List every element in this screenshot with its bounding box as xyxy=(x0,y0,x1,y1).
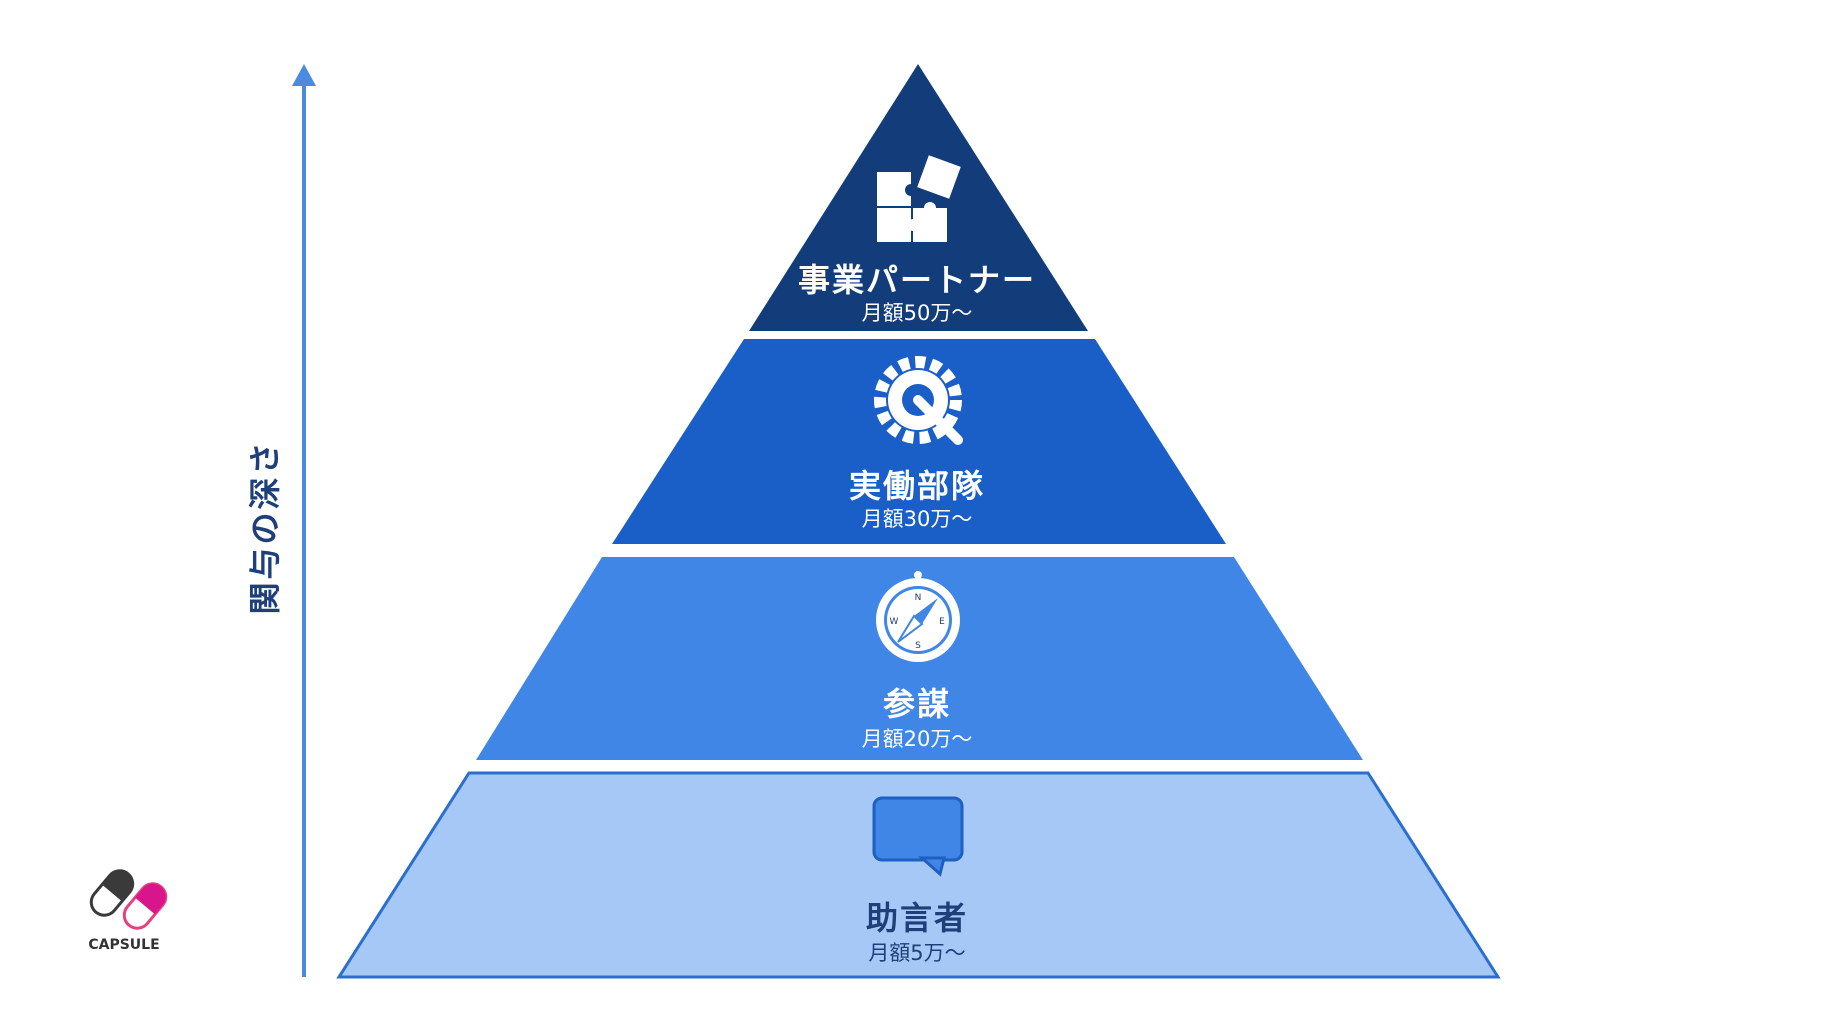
tier-2-title: 実働部隊 xyxy=(848,467,985,505)
tier-4-title: 助言者 xyxy=(865,899,968,937)
compass-icon: N S W E xyxy=(876,571,960,662)
svg-text:E: E xyxy=(939,617,945,627)
tier-1-shape xyxy=(749,64,1088,331)
speech-bubble-icon xyxy=(872,796,964,877)
puzzle-icon xyxy=(877,155,961,242)
gear-wrench-icon xyxy=(874,356,963,445)
tier-2-shape xyxy=(612,339,1226,544)
capsule-logo xyxy=(89,869,168,930)
tier-4-price: 月額5万〜 xyxy=(868,941,966,965)
svg-text:N: N xyxy=(915,593,922,603)
tier-1-price: 月額50万〜 xyxy=(861,301,973,325)
svg-text:S: S xyxy=(915,641,921,651)
tier-3-title: 参謀 xyxy=(882,685,951,723)
tier-2-price: 月額30万〜 xyxy=(861,507,973,531)
svg-text:W: W xyxy=(890,617,899,627)
axis-arrow-head xyxy=(292,64,316,86)
tier-4-shape xyxy=(336,771,1501,979)
logo-text: CAPSULE xyxy=(88,937,160,953)
tier-1-title: 事業パートナー xyxy=(797,261,1036,299)
tier-3-price: 月額20万〜 xyxy=(861,727,973,751)
